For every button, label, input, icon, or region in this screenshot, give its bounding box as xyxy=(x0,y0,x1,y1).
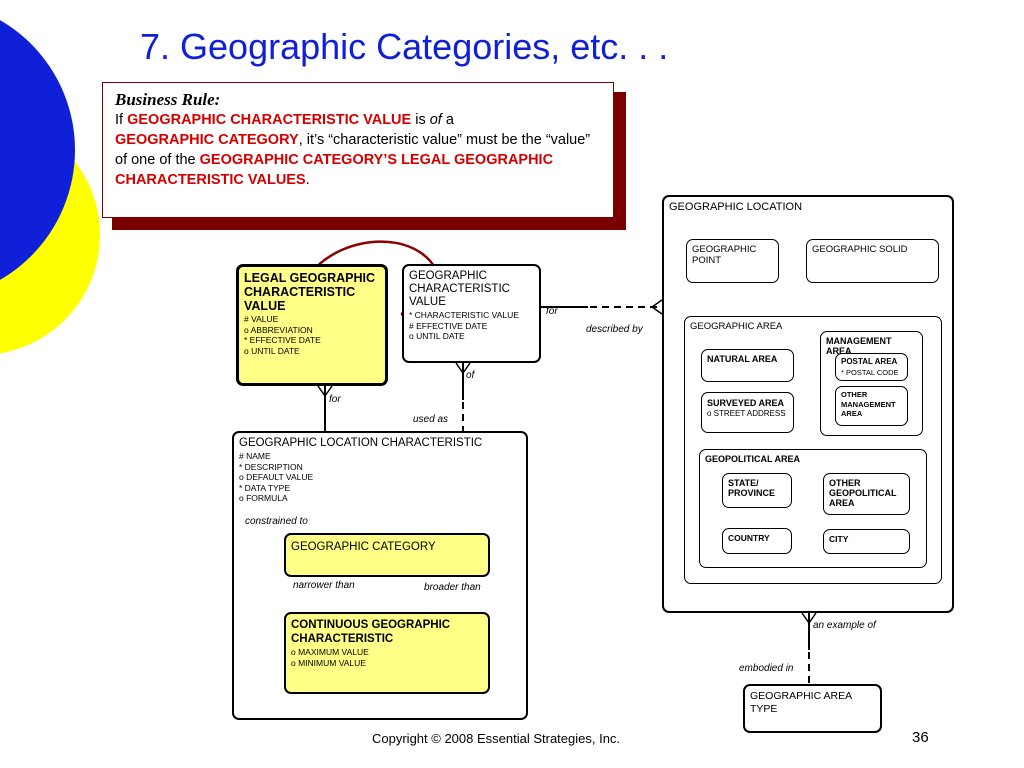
business-rule-heading: Business Rule: xyxy=(115,90,221,109)
entity-area-name: GEOGRAPHIC AREA xyxy=(690,321,783,332)
entity-city[interactable]: CITY xyxy=(823,529,910,554)
rule-text-4: . xyxy=(305,172,310,188)
entity-area-type-name: GEOGRAPHIC AREA TYPE xyxy=(750,690,852,715)
entity-other-geopolitical-area[interactable]: OTHER GEOPOLITICAL AREA xyxy=(823,473,910,515)
entity-natural-name: NATURAL AREA xyxy=(707,354,778,364)
entity-gcv-attributes: * CHARACTERISTIC VALUE # EFFECTIVE DATE … xyxy=(404,310,539,342)
rule-text-3: , it’s “characteristic value” must be th… xyxy=(115,132,591,168)
page-number: 36 xyxy=(912,729,929,746)
attribute-until-date: o UNTIL DATE xyxy=(244,345,300,356)
attribute-effective-date: * EFFECTIVE DATE xyxy=(244,335,321,345)
entity-glc-name: GEOGRAPHIC LOCATION CHARACTERISTIC xyxy=(239,437,483,449)
decorative-blue-circle xyxy=(0,20,75,280)
label-constrained-to: constrained to xyxy=(245,516,308,527)
entity-continuous-geographic-characteristic[interactable]: CONTINUOUS GEOGRAPHIC CHARACTERISTIC o M… xyxy=(284,612,490,694)
entity-geographic-area-type[interactable]: GEOGRAPHIC AREA TYPE xyxy=(743,684,882,733)
entity-natural-area[interactable]: NATURAL AREA xyxy=(701,349,794,382)
entity-glc-attributes: # NAME * DESCRIPTION o DEFAULT VALUE * D… xyxy=(234,451,526,504)
attribute-abbreviation: o ABBREVIATION xyxy=(244,324,313,335)
attribute-default-value: o DEFAULT VALUE xyxy=(239,472,314,482)
attribute-effective-date: # EFFECTIVE DATE xyxy=(409,320,488,331)
rule-text-2: is xyxy=(411,112,430,128)
entity-postal-name: POSTAL AREA xyxy=(841,357,898,366)
entity-continuous-name: CONTINUOUS GEOGRAPHIC CHARACTERISTIC xyxy=(291,619,451,645)
entity-other-management-area[interactable]: OTHER MANAGEMENT AREA xyxy=(835,386,908,426)
rule-text-1: If xyxy=(115,112,128,128)
entity-surveyed-area[interactable]: SURVEYED AREA o STREET ADDRESS xyxy=(701,392,794,433)
crowfoot-location xyxy=(650,299,663,315)
rule-text-2c: a xyxy=(441,112,454,128)
business-rule-text: If GEOGRAPHIC CHARACTERISTIC VALUE is of… xyxy=(115,110,601,190)
rule-text-2b: of xyxy=(429,112,442,128)
entity-legal-geographic-characteristic-value[interactable]: LEGAL GEOGRAPHIC CHARACTERISTIC VALUE # … xyxy=(236,264,388,386)
attribute-characteristic-value: * CHARACTERISTIC VALUE xyxy=(409,310,519,320)
entity-city-name: CITY xyxy=(829,534,849,544)
entity-point-name: GEOGRAPHIC POINT xyxy=(692,244,757,266)
entity-geographic-characteristic-value[interactable]: GEOGRAPHIC CHARACTERISTIC VALUE * CHARAC… xyxy=(402,264,541,363)
entity-postal-attributes: * POSTAL CODE xyxy=(836,368,907,377)
entity-country[interactable]: COUNTRY xyxy=(722,528,792,554)
rule-highlight-2: GEOGRAPHIC CATEGORY xyxy=(115,132,299,148)
entity-country-name: COUNTRY xyxy=(728,533,770,543)
label-embodied-in: embodied in xyxy=(739,663,794,674)
entity-state-name: STATE/ PROVINCE xyxy=(728,478,776,498)
entity-category-name: GEOGRAPHIC CATEGORY xyxy=(291,541,436,553)
attribute-maximum-value: o MAXIMUM VALUE xyxy=(291,647,369,657)
crowfoot-legal-bottom xyxy=(317,385,333,398)
entity-legal-name: LEGAL GEOGRAPHIC CHARACTERISTIC VALUE xyxy=(244,271,376,313)
label-described-by: described by xyxy=(586,324,643,335)
label-of: of xyxy=(466,370,475,381)
label-narrower-than: narrower than xyxy=(293,580,355,591)
crowfoot-gcv-bottom xyxy=(455,362,471,375)
entity-other-geo-name: OTHER GEOPOLITICAL AREA xyxy=(829,478,897,508)
attribute-value: # VALUE xyxy=(244,314,279,324)
entity-geographic-category[interactable]: GEOGRAPHIC CATEGORY xyxy=(284,533,490,577)
entity-surveyed-attributes: o STREET ADDRESS xyxy=(702,409,793,418)
entity-gcv-name: GEOGRAPHIC CHARACTERISTIC VALUE xyxy=(409,270,510,308)
label-for-legal: for xyxy=(329,394,341,405)
label-an-example-of: an example of xyxy=(813,620,876,631)
entity-continuous-attributes: o MAXIMUM VALUE o MINIMUM VALUE xyxy=(286,647,488,668)
entity-legal-attributes: # VALUE o ABBREVIATION * EFFECTIVE DATE … xyxy=(239,314,385,356)
entity-geographic-point[interactable]: GEOGRAPHIC POINT xyxy=(686,239,779,283)
attribute-until-date: o UNTIL DATE xyxy=(409,331,465,341)
label-used-as: used as xyxy=(413,414,449,425)
attribute-street-address: o STREET ADDRESS xyxy=(707,409,786,418)
attribute-description: * DESCRIPTION xyxy=(239,461,303,472)
business-rule-box: Business Rule: If GEOGRAPHIC CHARACTERIS… xyxy=(102,82,614,218)
attribute-data-type: * DATA TYPE xyxy=(239,482,291,493)
entity-solid-name: GEOGRAPHIC SOLID xyxy=(812,244,908,255)
entity-geographic-solid[interactable]: GEOGRAPHIC SOLID xyxy=(806,239,939,283)
rule-highlight-1: GEOGRAPHIC CHARACTERISTIC VALUE xyxy=(127,112,412,128)
entity-geopolitical-name: GEOPOLITICAL AREA xyxy=(705,454,801,464)
copyright-footer: Copyright © 2008 Essential Strategies, I… xyxy=(372,731,621,746)
label-for-gcv: for xyxy=(546,306,558,317)
entity-other-management-name: OTHER MANAGEMENT AREA xyxy=(841,390,896,418)
slide-title: 7. Geographic Categories, etc. . . xyxy=(140,26,669,67)
entity-surveyed-name: SURVEYED AREA xyxy=(707,398,785,408)
entity-management-name: MANAGEMENT AREA xyxy=(826,336,892,356)
entity-location-name: GEOGRAPHIC LOCATION xyxy=(669,201,803,213)
attribute-formula: o FORMULA xyxy=(239,493,288,503)
rule-highlight-3: GEOGRAPHIC CATEGORY’S LEGAL GEOGRAPHIC C… xyxy=(115,152,554,188)
attribute-minimum-value: o MINIMUM VALUE xyxy=(291,657,366,668)
attribute-postal-code: * POSTAL CODE xyxy=(841,368,899,377)
crowfoot-location-bottom xyxy=(801,612,817,625)
entity-postal-area[interactable]: POSTAL AREA * POSTAL CODE xyxy=(835,353,908,381)
entity-state-province[interactable]: STATE/ PROVINCE xyxy=(722,473,792,508)
attribute-name: # NAME xyxy=(239,451,271,461)
label-broader-than: broader than xyxy=(424,582,481,593)
